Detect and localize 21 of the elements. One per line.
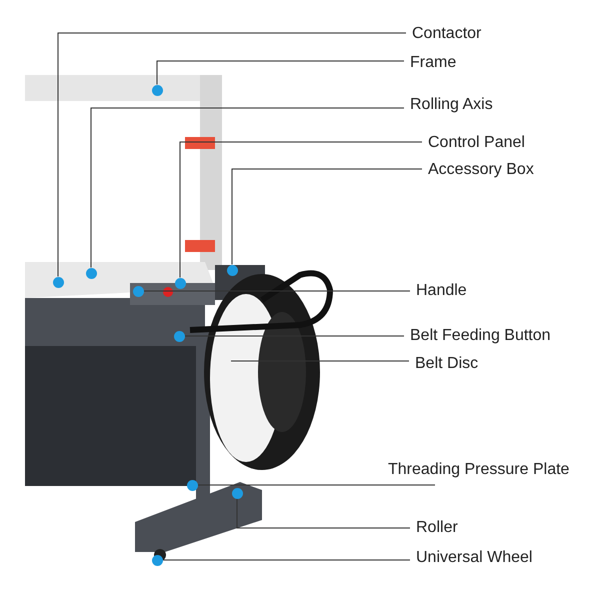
leader-line — [230, 360, 410, 362]
part-label: Frame — [410, 53, 456, 73]
part-label: Contactor — [412, 24, 482, 44]
part-label: Belt Feeding Button — [410, 326, 551, 346]
leader-line — [156, 60, 404, 85]
leader-line — [90, 108, 404, 268]
part-label: Handle — [416, 281, 467, 301]
part-label: Belt Disc — [415, 354, 478, 374]
part-label: Roller — [416, 518, 458, 538]
leader-line — [58, 32, 406, 277]
part-label: Accessory Box — [428, 160, 534, 180]
marker-dot — [152, 554, 162, 566]
leader-line — [180, 142, 422, 278]
leader-line — [236, 498, 410, 528]
part-label: Threading Pressure Plate — [388, 460, 570, 480]
leader-line — [143, 290, 410, 292]
part-label: Universal Wheel — [416, 548, 532, 568]
leader-line — [232, 168, 422, 265]
part-label: Rolling Axis — [410, 95, 493, 115]
part-label: Control Panel — [428, 133, 525, 153]
leader-line — [197, 484, 436, 486]
